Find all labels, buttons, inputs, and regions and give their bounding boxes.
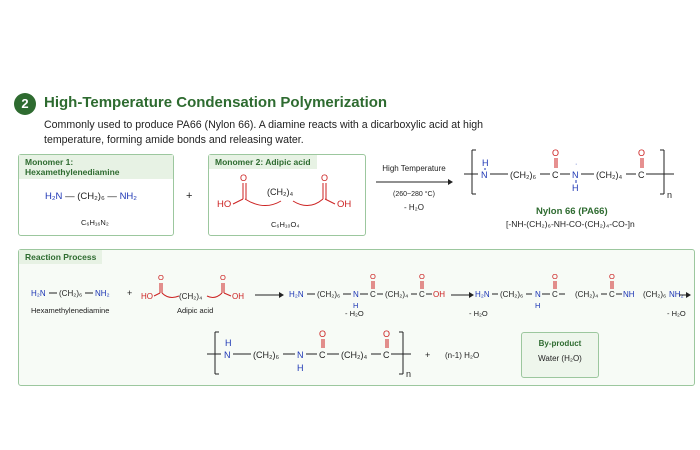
bond: — bbox=[107, 191, 117, 202]
rp-water-release: (n-1) H₂O bbox=[445, 351, 479, 360]
product-dot: · bbox=[575, 161, 577, 168]
rp-s2-n: N bbox=[353, 290, 359, 299]
monomer1-right-group: NH₂ bbox=[119, 191, 137, 202]
rp-final-ch2-4: (CH₂)₄ bbox=[341, 350, 367, 360]
rp-final-o2: O bbox=[383, 329, 390, 339]
rp-diamine-chain: (CH₂)₆ bbox=[59, 289, 82, 298]
monomer1-card: Monomer 1: Hexamethylenediamine H₂N — (C… bbox=[18, 154, 174, 236]
rp-acid-label: Adipic acid bbox=[177, 306, 213, 315]
product-o1: O bbox=[552, 148, 559, 158]
reaction-process-diagram: H₂N (CH₂)₆ NH₂ Hexamethylenediamine + HO… bbox=[31, 272, 691, 379]
rp-final-plus: + bbox=[425, 350, 430, 360]
rp-final-subscript-n: n bbox=[406, 369, 411, 379]
product-n1: N bbox=[481, 170, 488, 180]
product-ch2-4: (CH₂)₄ bbox=[596, 170, 622, 180]
condition-temperature: High Temperature bbox=[382, 164, 446, 173]
condition-water-loss: - H₂O bbox=[404, 203, 424, 212]
rp-s3-nh: NH bbox=[623, 290, 635, 299]
rp-s3-ch2-6b: (CH₂)₆ bbox=[643, 290, 666, 299]
rp-s2-o2: O bbox=[419, 272, 425, 281]
rp-final-c2: C bbox=[383, 350, 390, 360]
rp-s3-water: - H₂O bbox=[469, 309, 488, 318]
monomer2-structure: HO O (CH₂)₄ O OH bbox=[217, 173, 351, 210]
product-c1: C bbox=[552, 170, 559, 180]
rp-s3-c2: C bbox=[609, 290, 615, 299]
product-h2: H bbox=[572, 183, 579, 193]
rp-s3-n: N bbox=[535, 290, 541, 299]
rp-s3-ch2-4: (CH₂)₄ bbox=[575, 290, 598, 299]
rp-acid-o1: O bbox=[158, 273, 164, 282]
monomer2-tag: Monomer 2: Adipic acid bbox=[209, 155, 317, 169]
monomer2-o-right: O bbox=[321, 173, 328, 183]
monomer1-tag: Monomer 1: Hexamethylenediamine bbox=[19, 155, 173, 179]
monomer2-left-group: HO bbox=[217, 199, 231, 210]
section-description: Commonly used to produce PA66 (Nylon 66)… bbox=[44, 119, 484, 146]
rp-s2-ch2-4: (CH₂)₄ bbox=[385, 290, 408, 299]
byproduct-card: By-product Water (H₂O) bbox=[521, 332, 599, 378]
rp-diamine-label: Hexamethylenediamine bbox=[31, 306, 109, 315]
rp-s4-water: - H₂O bbox=[667, 309, 686, 318]
rp-acid-right: OH bbox=[232, 292, 244, 301]
product-subscript-n: n bbox=[667, 190, 672, 200]
rp-acid-chain: (CH₂)₄ bbox=[179, 292, 202, 301]
rp-s3-h: H bbox=[535, 301, 540, 310]
bond: — bbox=[65, 191, 75, 202]
product-c2: C bbox=[638, 170, 645, 180]
rp-acid-o2: O bbox=[220, 273, 226, 282]
section-title: High-Temperature Condensation Polymeriza… bbox=[44, 94, 388, 111]
rp-diamine-left: H₂N bbox=[31, 289, 46, 298]
monomer2-chain: (CH₂)₄ bbox=[267, 187, 293, 197]
rp-plus: + bbox=[127, 288, 132, 298]
product-ch2-6: (CH₂)₆ bbox=[510, 170, 536, 180]
monomer1-left-group: H₂N bbox=[45, 191, 63, 202]
monomer2-right-group: OH bbox=[337, 199, 351, 210]
rp-final-h2: H bbox=[297, 363, 304, 373]
product-o2: O bbox=[638, 148, 645, 158]
monomer2-card: Monomer 2: Adipic acid HO O (CH₂)₄ O OH … bbox=[208, 154, 366, 236]
rp-s3-h2n: H₂N bbox=[475, 290, 490, 299]
nylon66-structure: H N (CH₂)₆ C O · N H (CH₂)₄ C O n bbox=[464, 148, 674, 200]
rp-s3-c: C bbox=[552, 290, 558, 299]
monomer1-formula: C₆H₁₆N₂ bbox=[81, 218, 109, 227]
rp-diamine-right: NH₂ bbox=[95, 289, 110, 298]
rp-final-n1: N bbox=[224, 350, 231, 360]
rp-final-ch2-6: (CH₂)₆ bbox=[253, 350, 279, 360]
rp-final-o1: O bbox=[319, 329, 326, 339]
reaction-conditions: High Temperature (260~280 °C) - H₂O bbox=[374, 164, 454, 212]
plus-sign: + bbox=[186, 190, 193, 202]
rp-s3-nh2: NH₂ bbox=[669, 290, 684, 299]
condition-range: (260~280 °C) bbox=[393, 191, 435, 198]
rp-s2-water: - H₂O bbox=[345, 309, 364, 318]
product-repeat-formula: [-NH-(CH₂)₆-NH-CO-(CH₂)₄-CO-]n bbox=[506, 219, 635, 229]
rp-s2-c: C bbox=[370, 290, 376, 299]
byproduct-tag: By-product bbox=[538, 339, 582, 348]
monomer2-formula: C₆H₁₀O₄ bbox=[271, 220, 300, 229]
rp-acid-left: HO bbox=[141, 292, 153, 301]
rp-s2-h2n: H₂N bbox=[289, 290, 304, 299]
rp-s2-h: H bbox=[353, 301, 358, 310]
product-n2: N bbox=[572, 170, 579, 180]
monomer1-structure: H₂N — (CH₂)₆ — NH₂ bbox=[45, 191, 137, 202]
rp-s2-o: O bbox=[370, 272, 376, 281]
rp-final-h1: H bbox=[225, 338, 232, 348]
step-number-badge: 2 bbox=[14, 93, 36, 115]
reaction-process-panel: Reaction Process H₂N (CH₂)₆ NH₂ Hexameth… bbox=[18, 249, 695, 386]
monomer1-chain: (CH₂)₆ bbox=[77, 191, 105, 202]
product-name: Nylon 66 (PA66) bbox=[536, 206, 608, 217]
rp-s3-ch2-6: (CH₂)₆ bbox=[500, 290, 523, 299]
rp-final-n2: N bbox=[297, 350, 304, 360]
reaction-arrow bbox=[376, 179, 453, 185]
rp-final-c1: C bbox=[319, 350, 326, 360]
reaction-process-tag: Reaction Process bbox=[19, 250, 103, 264]
byproduct-value: Water (H₂O) bbox=[538, 354, 582, 363]
rp-s3-o: O bbox=[552, 272, 558, 281]
rp-s2-ch2-6: (CH₂)₆ bbox=[317, 290, 340, 299]
rp-s3-o2: O bbox=[609, 272, 615, 281]
monomer2-o-left: O bbox=[240, 173, 247, 183]
rp-s2-oh: OH bbox=[433, 290, 445, 299]
product-h1: H bbox=[482, 158, 489, 168]
rp-s2-c2: C bbox=[419, 290, 425, 299]
